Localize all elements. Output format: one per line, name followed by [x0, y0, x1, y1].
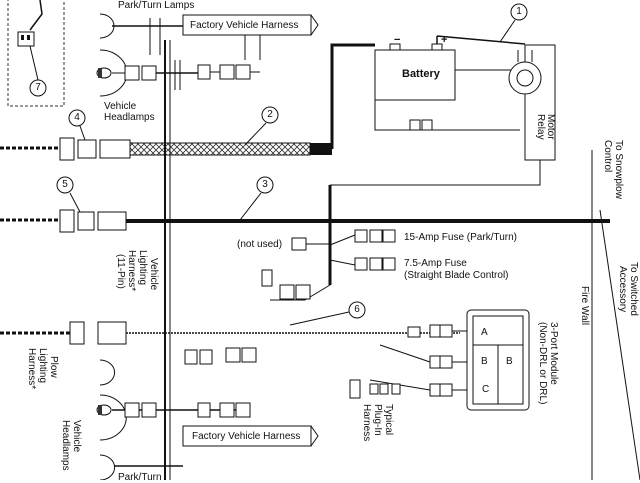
to-snowplow-control-label-1: To Snowplow: [613, 140, 624, 199]
factory-vehicle-harness-top: [112, 14, 319, 60]
plow-lighting-harness-label-2: Lighting: [37, 348, 48, 384]
to-switched-accessory-label-1: To Switched: [628, 262, 639, 316]
fuse-holders: [291, 229, 396, 271]
plow-lighting-harness: [0, 321, 460, 345]
braided-harness: [0, 43, 375, 161]
vehicle-headlamps-bottom-label-1: Vehicle: [71, 420, 82, 453]
callout-number-7: 7: [35, 82, 41, 93]
callout-number-3: 3: [262, 179, 268, 190]
fuse-7-5-amp-label-2: (Straight Blade Control): [404, 270, 509, 281]
vehicle-headlamps-bottom: [96, 347, 257, 441]
three-port-module-label-1: 3-Port Module: [548, 322, 559, 385]
port-b-label: B: [481, 356, 488, 367]
battery-plus-label: +: [441, 34, 448, 46]
callout-number-5: 5: [62, 179, 68, 190]
fire-wall-label: Fire Wall: [579, 286, 590, 326]
battery-minus-label: −: [394, 34, 401, 46]
vehicle-lighting-harness-label-1: Vehicle: [148, 258, 159, 291]
factory-vehicle-harness-bottom: [99, 425, 319, 480]
callout-number-2: 2: [267, 109, 273, 120]
plow-lighting-harness-label-1: Plow: [48, 356, 59, 378]
battery: [374, 35, 526, 101]
park-turn-lamps-label: Park/Turn Lamps: [118, 0, 195, 11]
typical-plugin-harness-label-1: Typical: [383, 404, 394, 436]
main-harness: [0, 185, 610, 285]
vehicle-lighting-harness-label-2: Lighting: [137, 250, 148, 286]
factory-vehicle-harness-top-label: Factory Vehicle Harness: [190, 20, 299, 31]
vehicle-headlamps-bottom-label-2: Headlamps: [60, 420, 71, 471]
not-used-label: (not used): [237, 239, 283, 250]
vehicle-lighting-harness-label-4: (11-Pin): [115, 254, 126, 289]
vertical-trunk: [164, 40, 331, 480]
port-c-label: C: [482, 384, 490, 395]
three-port-module-label-2: (Non-DRL or DRL): [537, 322, 548, 405]
top-connectors: [112, 60, 260, 90]
fire-wall: [591, 150, 640, 480]
plow-lighting-harness-label-3: Harness*: [26, 348, 37, 390]
vehicle-lighting-harness-label-3: Harness*: [126, 250, 137, 292]
factory-vehicle-harness-bottom-label: Factory Vehicle Harness: [192, 431, 301, 442]
motor-relay-label-1: Motor: [545, 114, 556, 140]
callout-7-detail: [7, 0, 65, 107]
to-snowplow-control-label-2: Control: [602, 140, 613, 173]
vehicle-headlamps-top-label-2: Headlamps: [104, 112, 155, 123]
callout-circles: [56, 3, 528, 326]
callout-number-1: 1: [516, 6, 522, 17]
park-turn-bottom-label: Park/Turn: [118, 472, 162, 483]
motor-relay: [330, 44, 556, 186]
port-b-right-label: B: [506, 356, 513, 367]
fuse-7-5-amp-label-1: 7.5-Amp Fuse: [404, 258, 467, 269]
fuse-15-amp-label: 15-Amp Fuse (Park/Turn): [404, 232, 517, 243]
port-a-label: A: [481, 327, 488, 338]
vehicle-headlamps-top-label-1: Vehicle: [104, 101, 137, 112]
callout-number-4: 4: [74, 112, 80, 123]
three-port-module: [349, 309, 530, 411]
typical-plugin-harness-label-2: Plug-In: [372, 404, 383, 436]
to-switched-accessory-label-2: Accessory: [617, 266, 628, 313]
motor-relay-label-2: Relay: [535, 114, 546, 140]
typical-plugin-harness-label-3: Harness: [361, 404, 372, 442]
battery-label: Battery: [402, 68, 440, 80]
callout-number-6: 6: [354, 304, 360, 315]
